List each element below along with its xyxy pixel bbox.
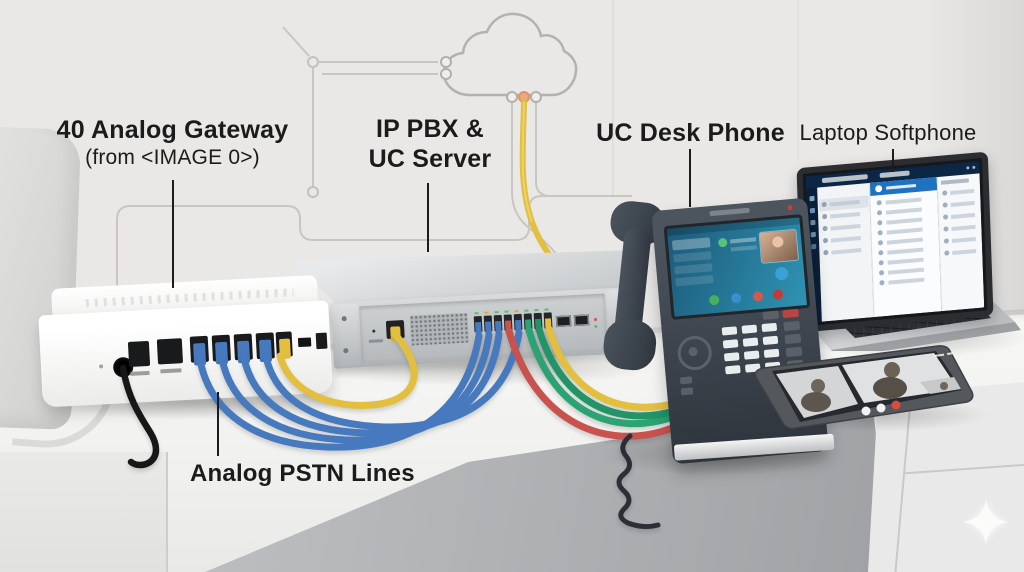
label-ip-pbx-line2: UC Server (368, 145, 492, 173)
end-call-button (891, 400, 901, 410)
label-analog-pstn-lines: Analog PSTN Lines (190, 460, 415, 487)
cloud-connection-dots (440, 56, 542, 103)
trace-nodes (307, 56, 319, 198)
sparkle-logo-icon (964, 500, 1008, 544)
wall-seam (612, 0, 614, 198)
handset-coiled-cord (616, 433, 661, 530)
camera-button (876, 403, 886, 413)
label-laptop-softphone: Laptop Softphone (799, 120, 977, 145)
tablet-status-text (934, 352, 954, 357)
callout-lines (172, 149, 894, 456)
mic-button (861, 406, 871, 416)
tablet-video-call-device (754, 345, 974, 430)
label-uc-desk-phone: UC Desk Phone (596, 119, 785, 147)
label-analog-gateway: 40 Analog Gateway (56, 116, 289, 144)
call-participants (801, 362, 948, 412)
yellow-jumper-cable (276, 329, 418, 409)
label-ip-pbx-line1: IP PBX & (375, 115, 485, 143)
laptop-softphone-device (783, 146, 1024, 351)
label-gateway-subtitle: (from <IMAGE 0>) (85, 146, 260, 169)
desk-leg-seam (166, 452, 168, 572)
call-control-buttons (861, 400, 901, 416)
blue-ethernet-cables (196, 329, 523, 451)
cable-highlight (521, 101, 533, 223)
power-cable (119, 364, 160, 469)
